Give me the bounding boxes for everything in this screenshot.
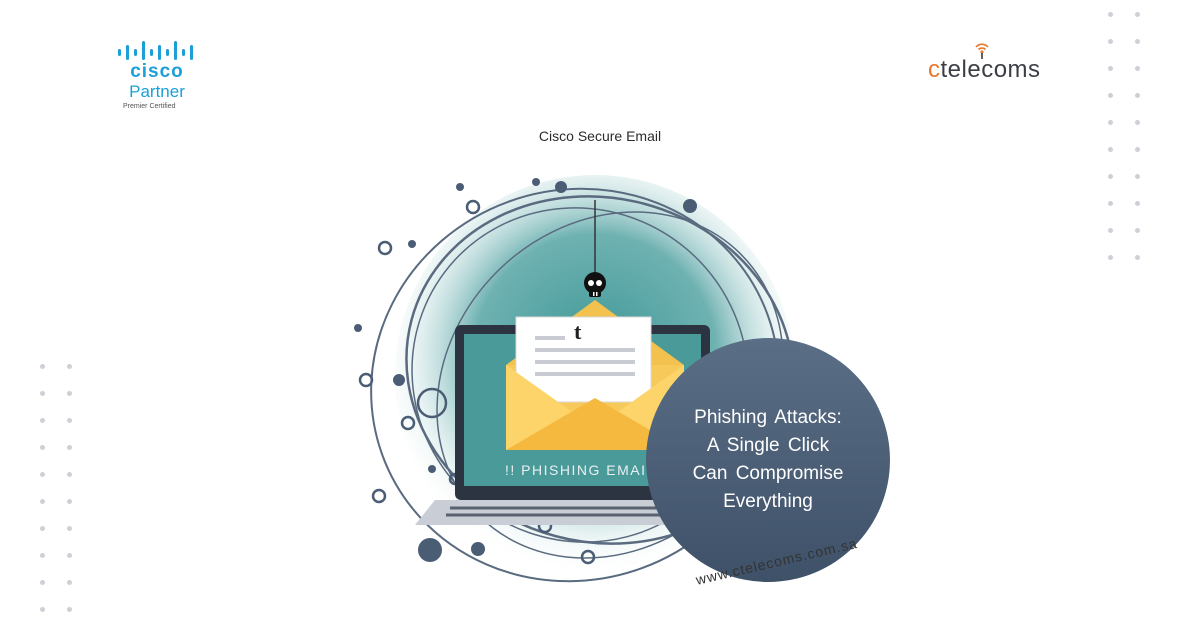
decorative-dot	[1135, 12, 1140, 17]
partner-tier-label: Partner	[129, 82, 185, 101]
decorative-dot	[40, 445, 45, 450]
decorative-dot	[1135, 39, 1140, 44]
decorative-dot	[40, 553, 45, 558]
decorative-dot	[67, 607, 72, 612]
skull-icon	[584, 272, 606, 297]
decorative-dot	[40, 391, 45, 396]
letter-mark: t	[574, 319, 582, 344]
decorative-dot	[67, 553, 72, 558]
decorative-dot	[1135, 228, 1140, 233]
decorative-dot	[1108, 228, 1113, 233]
decorative-dot	[40, 580, 45, 585]
cisco-bridge-bars-icon	[118, 41, 193, 60]
headline-badge: Phishing Attacks: A Single Click Can Com…	[646, 338, 890, 582]
ctelecoms-logo: ctelecoms	[928, 40, 1088, 84]
decorative-dot	[1108, 93, 1113, 98]
orbit-nodes	[354, 178, 697, 562]
decorative-dot	[1108, 12, 1113, 17]
decorative-dot	[40, 499, 45, 504]
decorative-dot	[1135, 66, 1140, 71]
decorative-dot	[1135, 120, 1140, 125]
badge-line-1: Phishing Attacks:	[694, 407, 842, 428]
badge-line-4: Everything	[723, 491, 813, 512]
decorative-dot	[1135, 174, 1140, 179]
ctelecoms-wordmark: ctelecoms	[928, 56, 1041, 84]
decorative-dot-grid-right	[1108, 12, 1140, 260]
decorative-dot	[40, 364, 45, 369]
decorative-dot	[1108, 39, 1113, 44]
decorative-dot	[67, 526, 72, 531]
ctelecoms-wordmark-c: c	[928, 56, 941, 83]
decorative-dot	[67, 472, 72, 477]
decorative-dot	[67, 499, 72, 504]
wifi-antenna-icon	[975, 43, 989, 59]
decorative-dot	[1108, 174, 1113, 179]
badge-title: Phishing Attacks: A Single Click Can Com…	[668, 404, 868, 516]
decorative-dot-grid-left	[40, 364, 72, 612]
decorative-dot	[1135, 255, 1140, 260]
page-subtitle: Cisco Secure Email	[538, 128, 662, 144]
decorative-dot	[1108, 120, 1113, 125]
cisco-partner-logo: cisco Partner Premier Certified	[112, 40, 202, 120]
badge-line-3: Can Compromise	[692, 463, 844, 484]
decorative-dot	[1108, 66, 1113, 71]
decorative-dot	[67, 418, 72, 423]
decorative-dot	[1135, 93, 1140, 98]
certification-label: Premier Certified	[123, 103, 176, 110]
decorative-dot	[40, 526, 45, 531]
phishing-email-label: !! PHISHING EMAIL	[505, 462, 656, 478]
cisco-wordmark: cisco	[130, 61, 184, 82]
decorative-dot	[40, 472, 45, 477]
decorative-dot	[1108, 147, 1113, 152]
decorative-dot	[1135, 201, 1140, 206]
decorative-dot	[67, 364, 72, 369]
decorative-dot	[67, 391, 72, 396]
badge-line-2: A Single Click	[706, 435, 830, 456]
decorative-dot	[67, 445, 72, 450]
decorative-dot	[1108, 255, 1113, 260]
decorative-dot	[40, 418, 45, 423]
decorative-dot	[67, 580, 72, 585]
decorative-dot	[40, 607, 45, 612]
ctelecoms-wordmark-rest: telecoms	[940, 56, 1041, 83]
decorative-dot	[1108, 201, 1113, 206]
decorative-dot	[1135, 147, 1140, 152]
